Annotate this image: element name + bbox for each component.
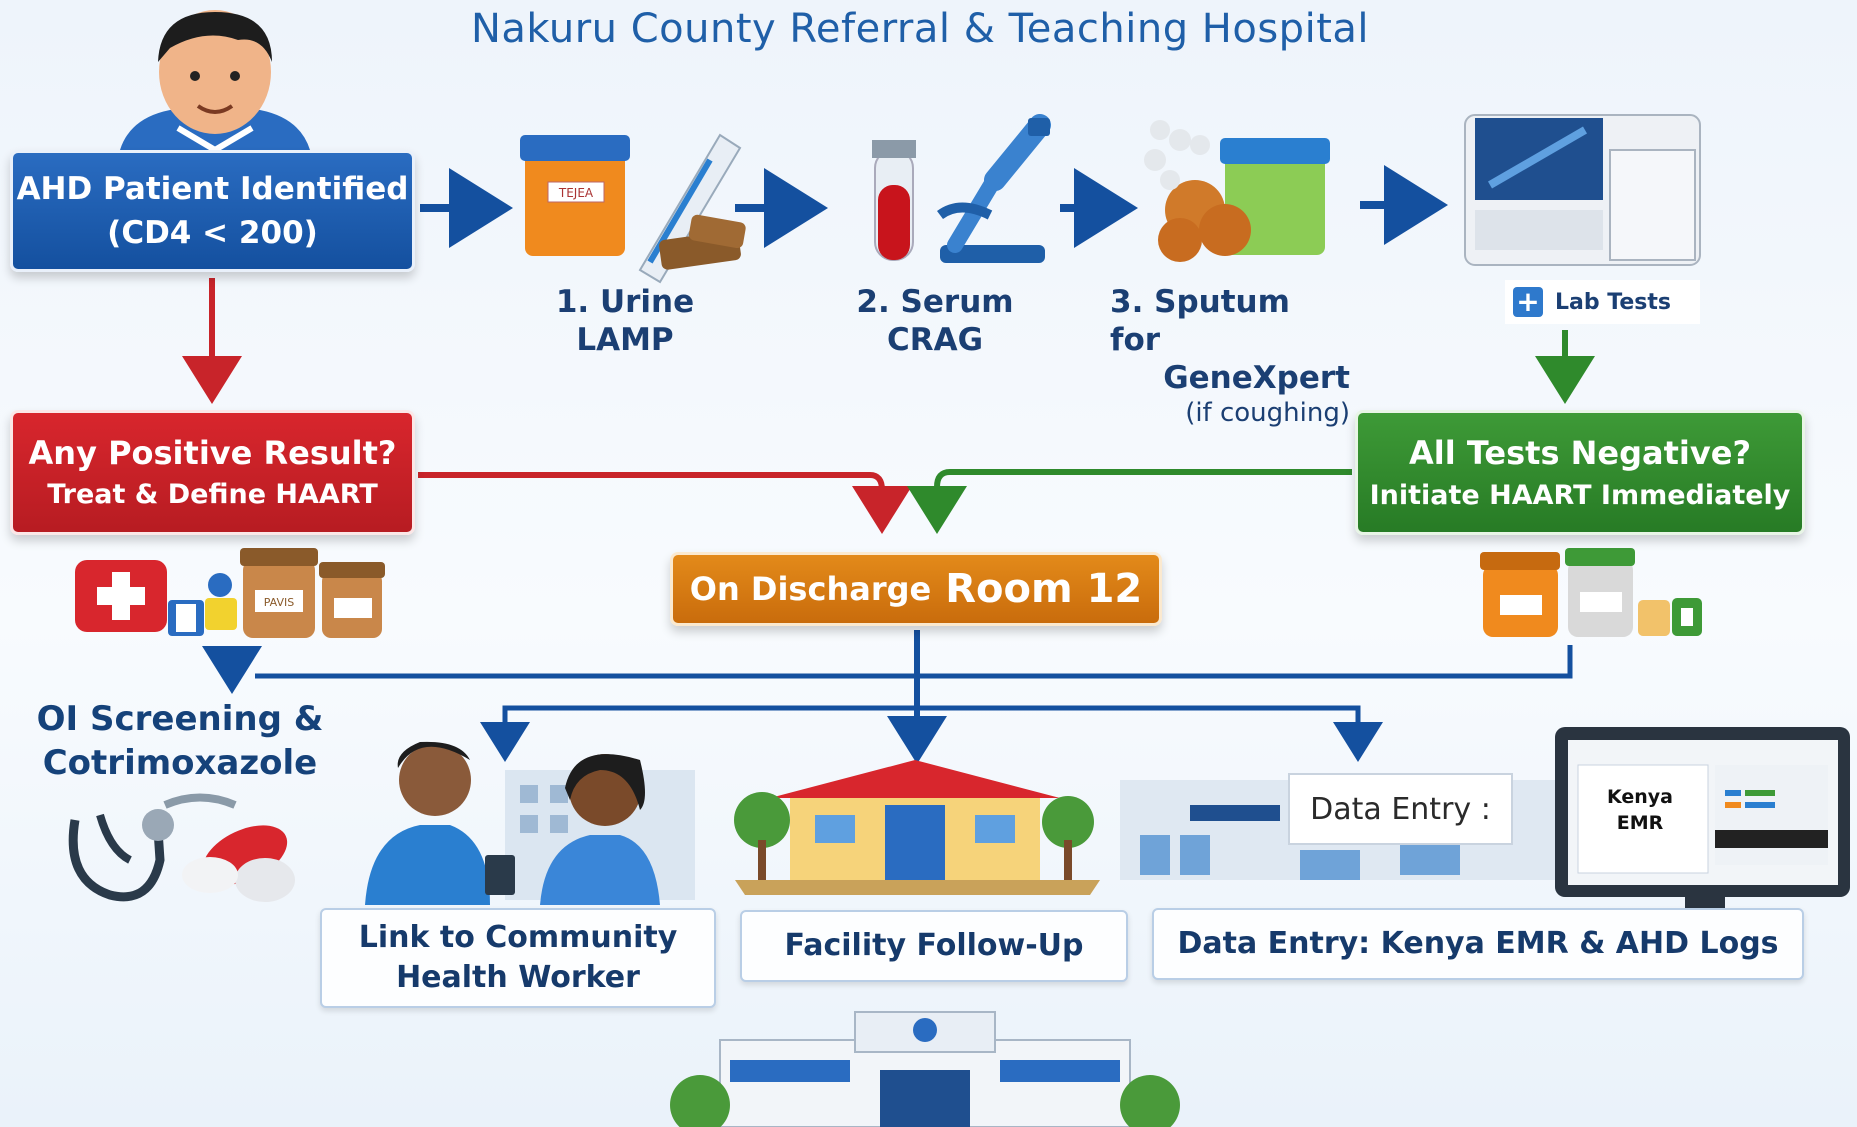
facility-building-illustration	[734, 760, 1100, 895]
arrow-negative-to-discharge	[907, 469, 1352, 534]
discharge-box: On Discharge Room 12	[670, 552, 1162, 626]
sputum-jar-illustration	[1144, 120, 1330, 262]
negative-line1: All Tests Negative?	[1408, 433, 1752, 472]
lab-tests-tag: + Lab Tests	[1505, 280, 1700, 324]
medication-right-illustration	[1480, 548, 1702, 637]
negative-result-box: All Tests Negative? Initiate HAART Immed…	[1355, 410, 1805, 535]
community-health-worker-box: Link to Community Health Worker	[320, 908, 716, 1008]
oi-line2: Cotrimoxazole	[42, 743, 318, 783]
lab-analyzer-illustration	[1464, 114, 1701, 266]
urine-cup-illustration: TEJEA	[520, 133, 746, 284]
doctor-avatar	[120, 10, 310, 154]
lab-tests-label: Lab Tests	[1555, 289, 1671, 315]
arrow-discharge-to-community	[480, 705, 917, 762]
medication-left-illustration: PAVIS	[75, 548, 385, 638]
negative-line2: Initiate HAART Immediately	[1369, 479, 1791, 511]
data-entry-box: Data Entry: Kenya EMR & AHD Logs	[1152, 908, 1804, 980]
oi-line1: OI Screening &	[36, 699, 324, 739]
discharge-part1: On Discharge	[689, 570, 932, 608]
community-health-worker-illustration	[365, 741, 695, 905]
arrow-positive-to-discharge	[418, 472, 912, 534]
urine-cup-label: TEJEA	[558, 186, 594, 200]
ahd-patient-box: AHD Patient Identified (CD4 < 200)	[10, 150, 415, 272]
emr-line2: EMR	[1616, 812, 1664, 834]
community-line2: Health Worker	[396, 960, 640, 995]
step-urine-lamp: 1. Urine LAMP	[555, 284, 695, 358]
facility-followup-box: Facility Follow-Up	[740, 910, 1128, 982]
step3-sub: (if coughing)	[1185, 398, 1350, 428]
positive-line1: Any Positive Result?	[28, 433, 397, 472]
arrow-discharge-to-dataentry	[917, 705, 1383, 762]
emr-monitor-illustration	[1555, 727, 1850, 922]
discharge-part2: Room 12	[945, 566, 1143, 612]
step3-line1: 3. Sputum for	[1110, 284, 1290, 358]
page-title: Nakuru County Referral & Teaching Hospit…	[470, 6, 1369, 52]
emr-screen-text: Kenya EMR	[1580, 784, 1700, 836]
stethoscope-illustration	[68, 793, 295, 902]
line-negative-meds-to-oi	[255, 645, 1573, 679]
med-jar-label-left: PAVIS	[264, 596, 295, 609]
step3-line2: GeneXpert	[1163, 360, 1350, 396]
dataentry-sign: Data Entry :	[1288, 773, 1513, 845]
positive-result-box: Any Positive Result? Treat & Define HAAR…	[10, 410, 415, 535]
hospital-building-illustration	[670, 1011, 1180, 1127]
oi-screening-label: OI Screening & Cotrimoxazole	[15, 697, 345, 785]
ahd-line2: (CD4 < 200)	[107, 215, 318, 251]
step-sputum-genexpert: 3. Sputum for GeneXpert (if coughing)	[1110, 283, 1350, 429]
step-serum-crag: 2. Serum CRAG	[856, 284, 1014, 358]
community-line1: Link to Community	[358, 920, 678, 955]
emr-line1: Kenya	[1606, 786, 1673, 808]
plus-icon: +	[1513, 287, 1543, 317]
ahd-line1: AHD Patient Identified	[16, 171, 409, 207]
positive-line2: Treat & Define HAART	[47, 478, 378, 510]
test-tube-microscope-illustration	[872, 114, 1051, 263]
